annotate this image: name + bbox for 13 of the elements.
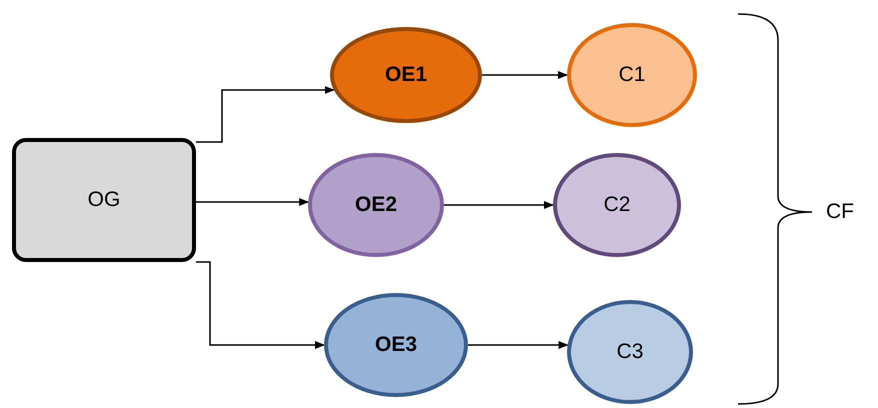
rounded-box: OG <box>12 138 196 262</box>
ellipse-node: C1 <box>567 23 697 127</box>
ellipse-node: C2 <box>553 153 681 257</box>
ellipse-node: C3 <box>567 300 693 404</box>
bracket-label: CF <box>826 200 854 224</box>
arrow <box>196 198 310 206</box>
ellipse-node: OE2 <box>308 153 444 257</box>
ellipse-node: OE1 <box>330 27 482 123</box>
arrow <box>482 71 568 79</box>
arrow <box>196 261 325 349</box>
arrow <box>468 341 569 349</box>
arrow <box>196 86 335 143</box>
ellipse-node: OE3 <box>324 293 468 397</box>
